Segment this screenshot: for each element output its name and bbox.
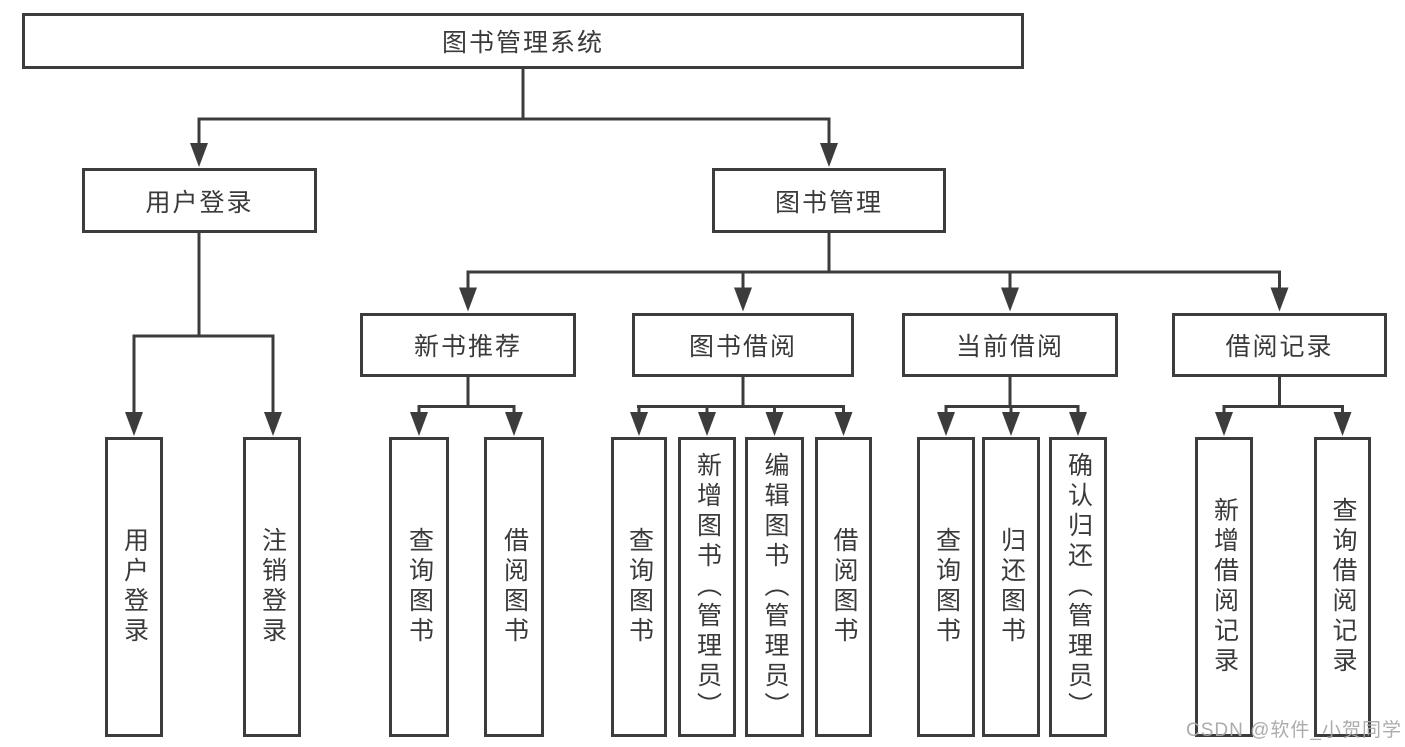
- node-borrow-records-label: 借阅记录: [1225, 333, 1334, 361]
- node-book-management-label: 图书管理: [774, 188, 883, 217]
- node-book-borrow-label: 图书借阅: [688, 333, 797, 361]
- leaf-edit-book-admin-label: 编辑图书（管理员）: [761, 452, 789, 722]
- node-new-book-recommend-label: 新书推荐: [413, 333, 522, 361]
- leaf-user-login: 用户登录: [105, 437, 163, 737]
- csdn-watermark: CSDN @软件_小贺同学: [1186, 720, 1402, 741]
- leaf-query-book-2: 查询图书: [611, 437, 667, 737]
- node-current-borrow-label: 当前借阅: [955, 333, 1064, 361]
- leaf-return-book-label: 归还图书: [997, 527, 1026, 647]
- leaf-borrow-book-1-label: 借阅图书: [500, 527, 529, 647]
- leaf-return-book: 归还图书: [982, 437, 1040, 737]
- node-book-management: 图书管理: [712, 168, 946, 233]
- leaf-borrow-book-1: 借阅图书: [484, 437, 544, 737]
- leaf-logout: 注销登录: [243, 437, 301, 737]
- node-book-borrow: 图书借阅: [632, 313, 854, 377]
- leaf-add-borrow-record: 新增借阅记录: [1195, 437, 1253, 737]
- leaf-confirm-return-admin-label: 确认归还（管理员）: [1064, 452, 1093, 722]
- node-new-book-recommend: 新书推荐: [360, 313, 576, 377]
- leaf-borrow-book-2-label: 借阅图书: [830, 527, 858, 647]
- node-user-login-label: 用户登录: [145, 188, 254, 217]
- leaf-add-borrow-record-label: 新增借阅记录: [1210, 497, 1239, 677]
- leaf-query-book-3-label: 查询图书: [932, 527, 961, 647]
- leaf-query-book-2-label: 查询图书: [625, 527, 654, 647]
- leaf-add-book-admin: 新增图书（管理员）: [678, 437, 736, 737]
- node-root-label: 图书管理系统: [441, 29, 604, 57]
- leaf-logout-label: 注销登录: [258, 527, 287, 647]
- node-root: 图书管理系统: [22, 13, 1024, 69]
- leaf-query-borrow-record: 查询借阅记录: [1314, 437, 1371, 737]
- leaf-query-borrow-record-label: 查询借阅记录: [1329, 497, 1357, 677]
- leaf-confirm-return-admin: 确认归还（管理员）: [1049, 437, 1107, 737]
- leaf-query-book-1: 查询图书: [389, 437, 449, 737]
- leaf-edit-book-admin: 编辑图书（管理员）: [745, 437, 804, 737]
- node-current-borrow: 当前借阅: [902, 313, 1118, 377]
- node-borrow-records: 借阅记录: [1172, 313, 1387, 377]
- leaf-query-book-3: 查询图书: [917, 437, 975, 737]
- leaf-add-book-admin-label: 新增图书（管理员）: [693, 452, 722, 722]
- node-user-login: 用户登录: [82, 168, 317, 233]
- leaf-user-login-label: 用户登录: [120, 527, 149, 647]
- leaf-borrow-book-2: 借阅图书: [815, 437, 872, 737]
- leaf-query-book-1-label: 查询图书: [405, 527, 434, 647]
